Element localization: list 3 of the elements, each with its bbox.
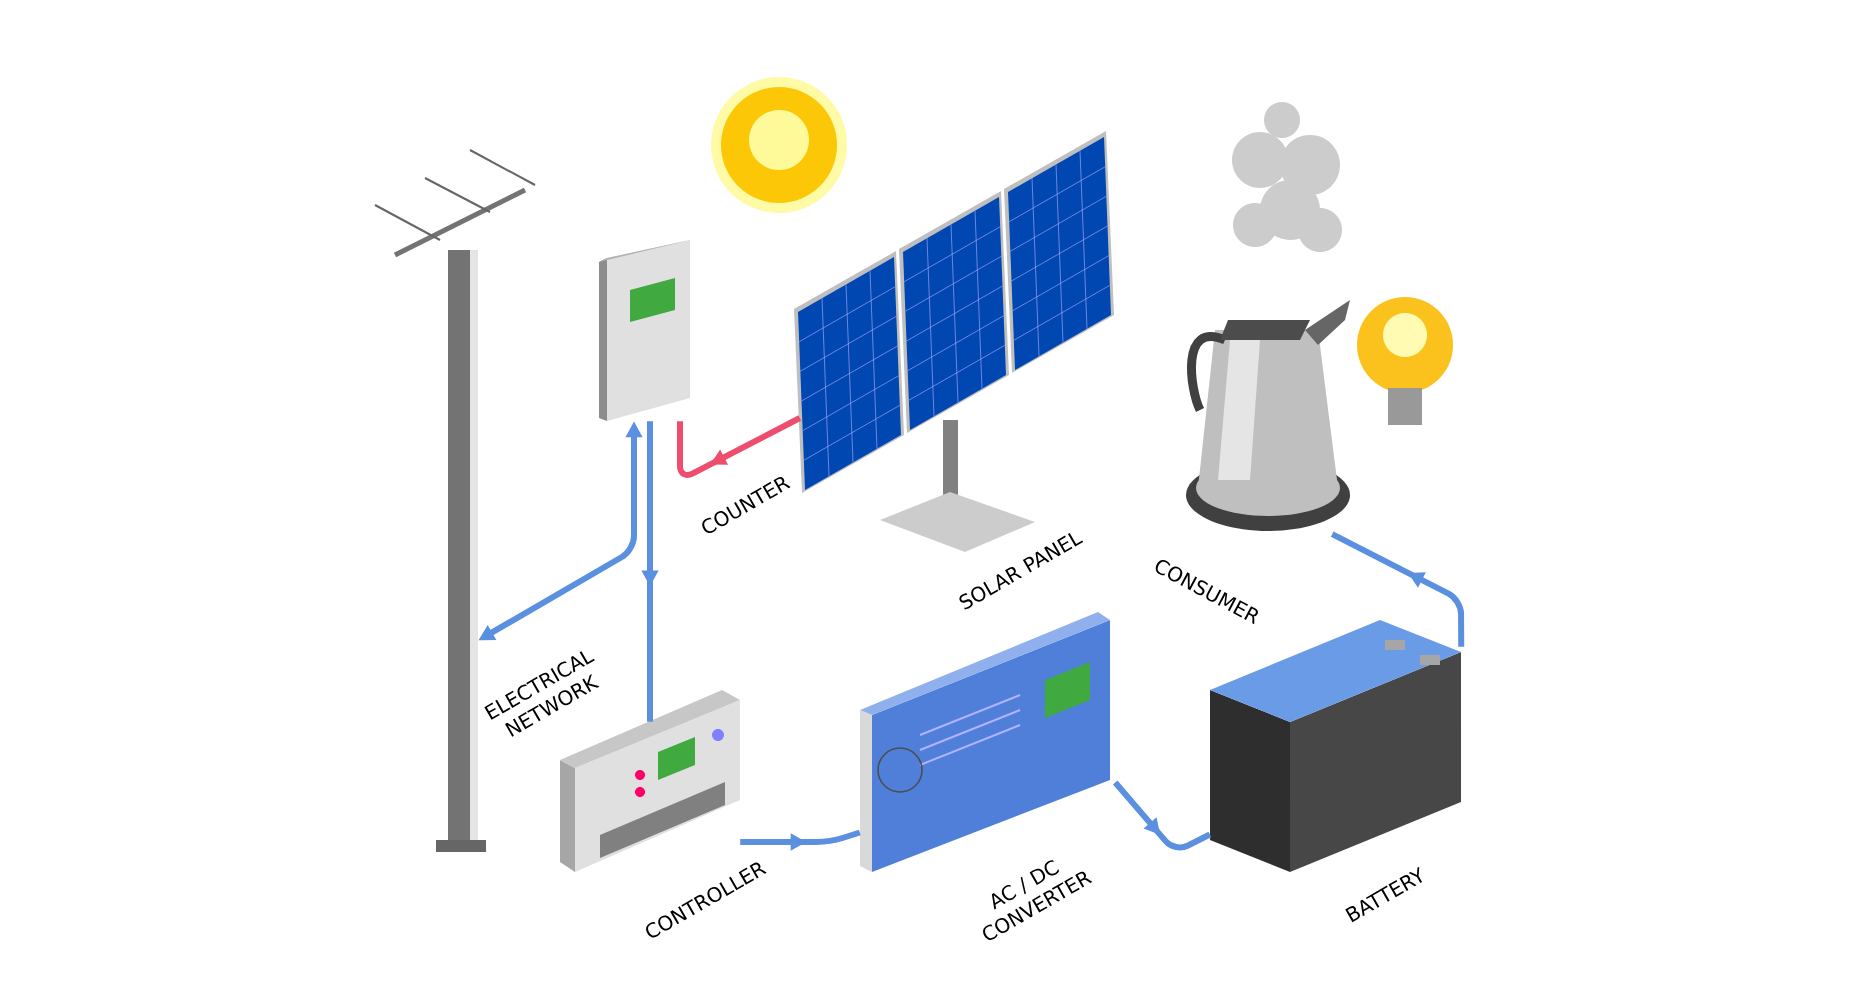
connector-line xyxy=(677,415,802,478)
connector-line xyxy=(1330,531,1465,647)
connector-line xyxy=(1112,780,1212,851)
